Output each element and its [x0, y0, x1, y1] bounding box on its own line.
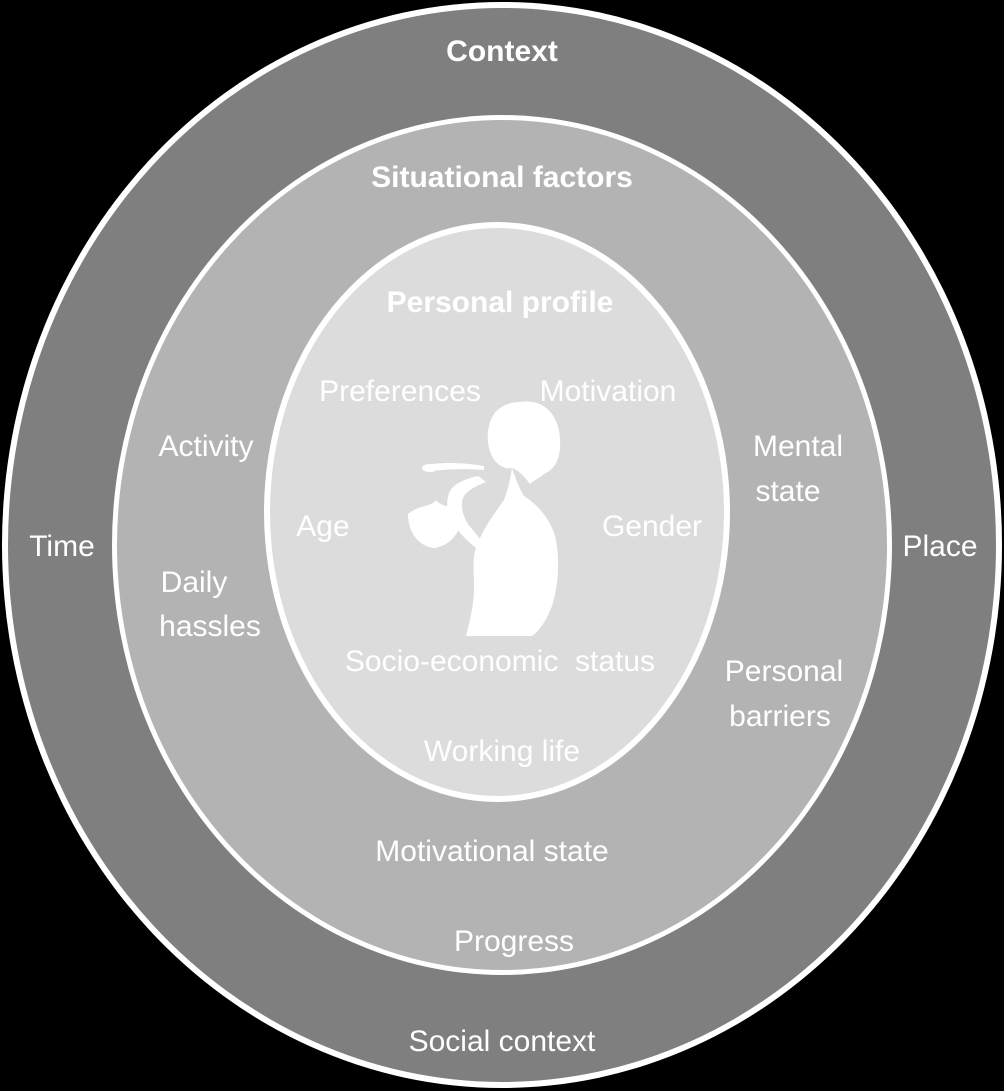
socio-economic-status-label: Socio-economic status	[345, 645, 655, 678]
age-label: Age	[296, 510, 349, 543]
situational-factors-title: Situational factors	[371, 161, 633, 194]
mental-state-label-line2: state	[755, 475, 820, 508]
place-label: Place	[902, 530, 977, 563]
motivational-state-label: Motivational state	[375, 835, 608, 868]
progress-label: Progress	[454, 925, 574, 958]
daily-hassles-label-line2: hassles	[159, 610, 261, 643]
preferences-label: Preferences	[319, 375, 481, 408]
motivation-label: Motivation	[540, 375, 677, 408]
mental-state-label-line1: Mental	[753, 430, 843, 463]
gender-label: Gender	[602, 510, 702, 543]
context-title: Context	[446, 35, 558, 68]
social-context-label: Social context	[409, 1025, 596, 1058]
personal-barriers-label-line2: barriers	[729, 700, 831, 733]
woman-eating-silhouette-icon	[408, 401, 561, 636]
working-life-label: Working life	[424, 735, 580, 768]
daily-hassles-label-line1: Daily	[161, 566, 228, 599]
personal-profile-title: Personal profile	[387, 286, 614, 319]
time-label: Time	[29, 530, 95, 563]
personal-barriers-label-line1: Personal	[725, 655, 843, 688]
activity-label: Activity	[158, 430, 253, 463]
